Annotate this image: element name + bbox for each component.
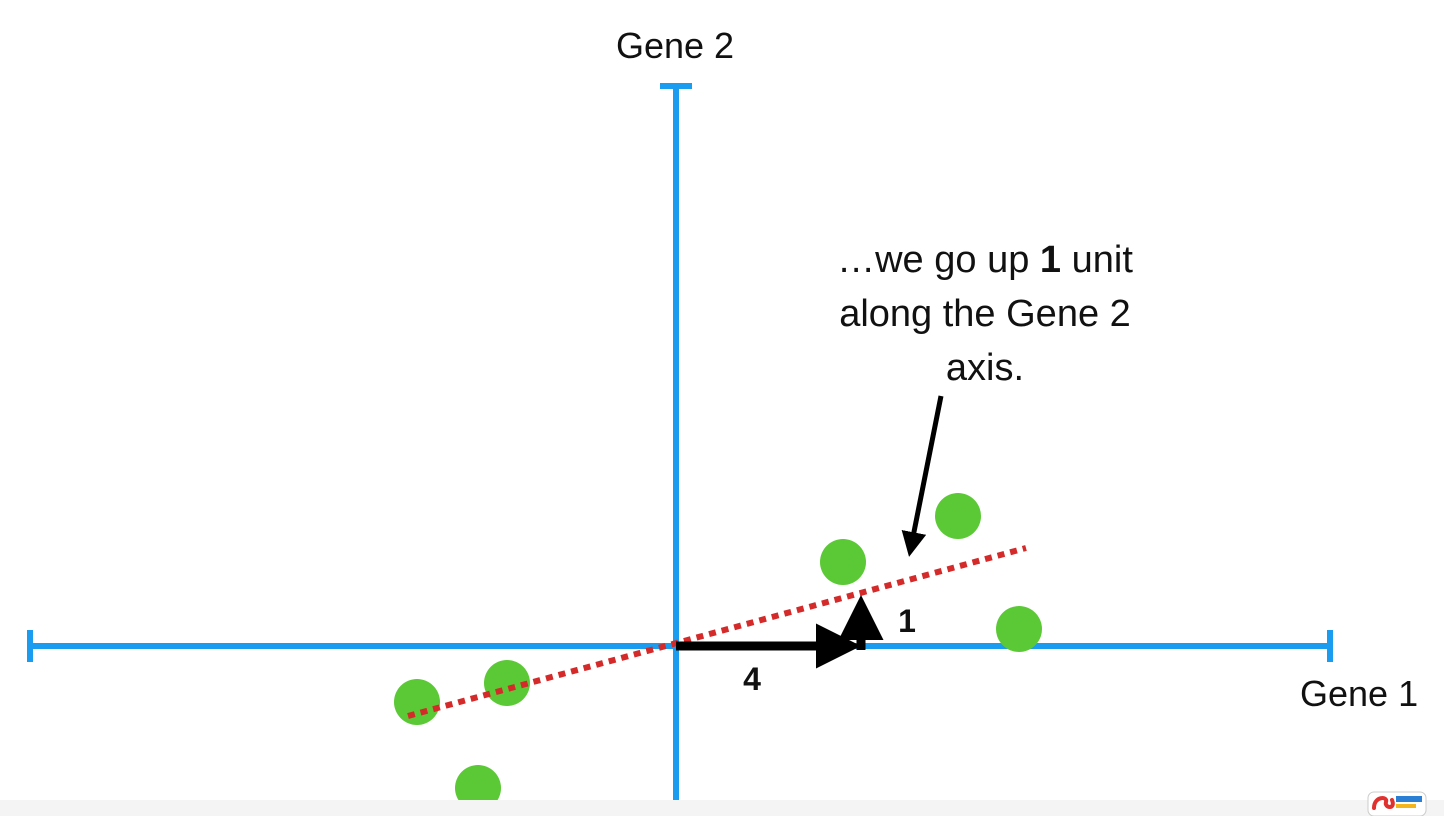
y-axis	[660, 83, 692, 816]
note-line-1-suffix: unit	[1061, 239, 1133, 281]
data-points	[394, 493, 1042, 811]
data-point	[455, 765, 501, 811]
x-axis-label: Gene 1	[1300, 673, 1418, 714]
y-axis-label: Gene 2	[616, 25, 734, 66]
data-point	[820, 539, 866, 585]
best-fit-line	[407, 545, 1027, 719]
note-line-1-bold: 1	[1040, 239, 1061, 281]
note-line-1-prefix: …we go up	[837, 239, 1040, 281]
data-point	[394, 679, 440, 725]
note-line-2: along the Gene 2	[839, 293, 1131, 335]
run-label: 4	[743, 661, 761, 697]
bottom-strip	[0, 800, 1444, 816]
note-line-3: axis.	[946, 347, 1024, 389]
note-line-1: …we go up 1 unit	[837, 239, 1133, 281]
statquest-logo-icon	[1367, 791, 1427, 816]
data-point	[935, 493, 981, 539]
data-point	[996, 606, 1042, 652]
data-point	[484, 660, 530, 706]
rise-label: 1	[898, 603, 916, 639]
note-pointer-arrow	[901, 395, 944, 557]
